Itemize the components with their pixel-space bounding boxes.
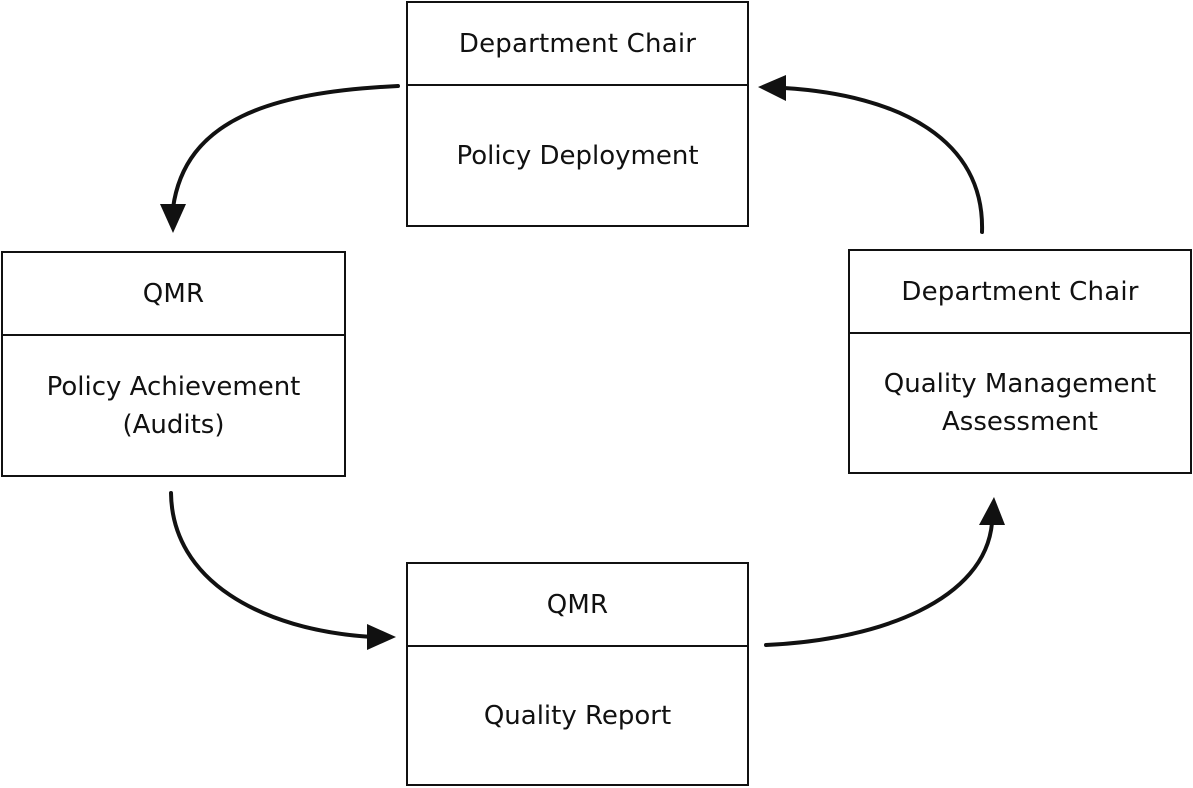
arrowhead-bottom-to-right	[979, 497, 1005, 525]
node-policy-achievement: QMR Policy Achievement (Audits)	[1, 251, 346, 477]
node-activity-label: Quality Report	[483, 700, 672, 731]
node-activity-label: Policy Deployment	[456, 140, 699, 171]
arrowhead-right-to-top	[758, 75, 786, 101]
arrowhead-left-to-bottom	[367, 624, 396, 650]
node-role-label: Department Chair	[408, 3, 747, 86]
arrow-bottom-to-right	[764, 521, 994, 647]
node-role-label: QMR	[408, 564, 747, 647]
node-quality-management-assessment: Department Chair Quality Management Asse…	[848, 249, 1192, 474]
arrowhead-top-to-left	[160, 204, 186, 233]
node-activity-label: Quality Management Assessment	[883, 369, 1157, 437]
node-policy-deployment: Department Chair Policy Deployment	[406, 1, 749, 227]
arrow-left-to-bottom	[169, 491, 374, 639]
arrow-top-to-left	[171, 84, 400, 210]
node-quality-report: QMR Quality Report	[406, 562, 749, 786]
node-role-label: Department Chair	[850, 251, 1190, 334]
node-role-label: QMR	[3, 253, 344, 336]
arrow-right-to-top	[782, 86, 985, 234]
node-activity-label: Policy Achievement (Audits)	[46, 371, 301, 440]
